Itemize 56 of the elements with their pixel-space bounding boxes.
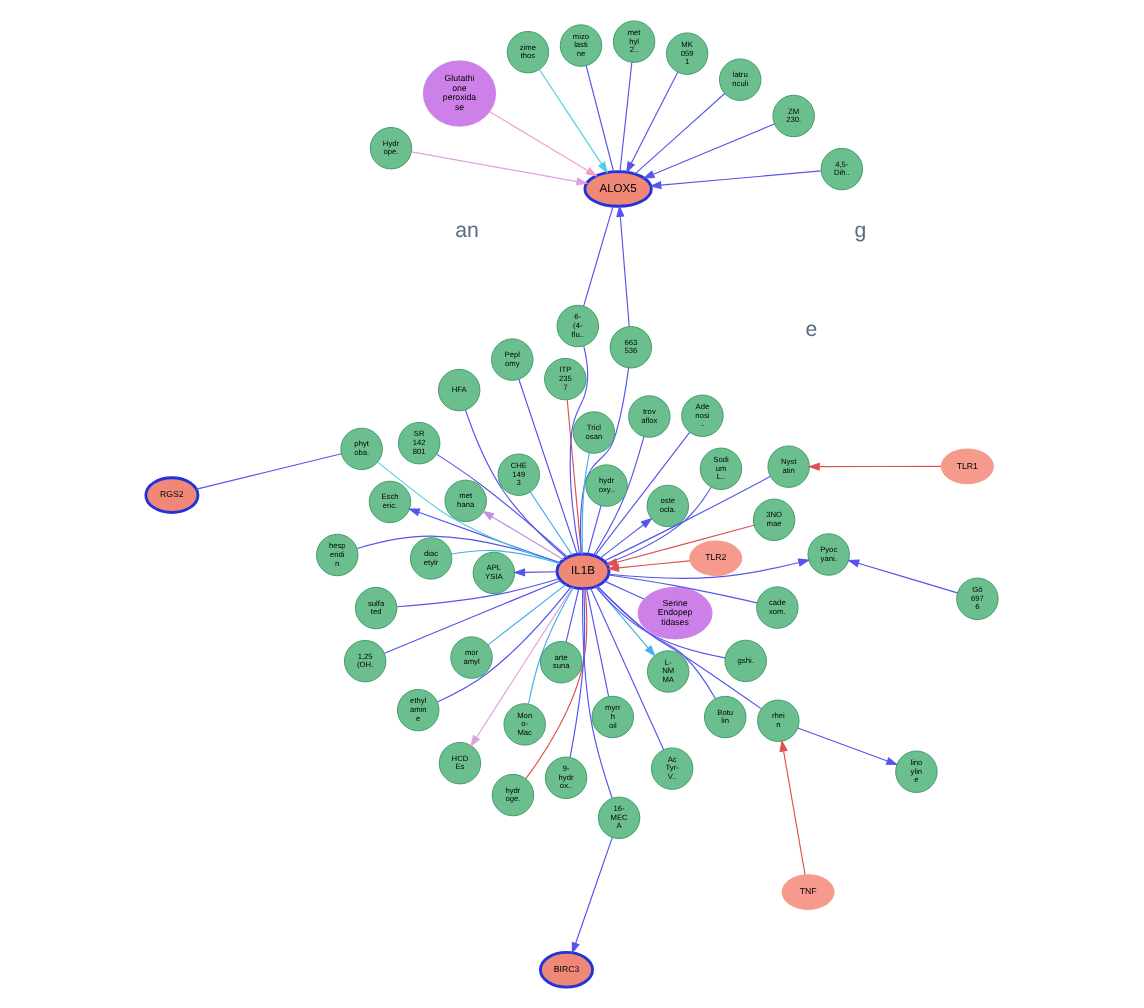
arrow — [595, 585, 656, 657]
connector — [592, 436, 645, 556]
arrow — [847, 559, 958, 594]
arrow — [626, 71, 679, 174]
arrow — [482, 510, 565, 561]
arrow — [607, 560, 691, 572]
connector — [605, 486, 712, 565]
arrow — [470, 586, 574, 748]
connector — [608, 574, 758, 604]
connector — [583, 205, 614, 307]
connector — [356, 535, 561, 564]
arrow — [489, 111, 598, 177]
connector — [566, 399, 582, 555]
connector — [579, 367, 630, 555]
arrow — [616, 204, 630, 328]
arrow — [571, 837, 613, 955]
arrow — [807, 462, 942, 471]
connector — [585, 65, 615, 173]
connector — [529, 491, 573, 556]
connector — [634, 92, 726, 175]
arrow — [513, 568, 558, 577]
connector — [436, 586, 572, 703]
arrow — [410, 151, 589, 186]
connector — [619, 61, 633, 173]
connector — [383, 579, 562, 654]
connector — [603, 475, 771, 562]
label: g — [854, 219, 867, 244]
label: an — [455, 219, 479, 244]
arrow — [608, 558, 811, 579]
connector — [590, 587, 665, 751]
connector — [582, 588, 613, 799]
connector — [464, 409, 568, 559]
connector — [518, 378, 578, 555]
arrow — [599, 517, 653, 559]
connector — [525, 588, 588, 780]
connector — [377, 461, 560, 565]
arrow — [605, 524, 755, 567]
arrow — [649, 170, 822, 190]
connector — [587, 505, 602, 555]
connector — [569, 588, 586, 758]
connector — [603, 580, 645, 600]
connector — [569, 345, 589, 555]
connector — [487, 584, 567, 646]
connector — [585, 588, 610, 697]
connector — [196, 453, 343, 490]
connector — [396, 578, 560, 608]
arrow — [642, 123, 775, 179]
connector — [581, 452, 590, 555]
connector — [594, 431, 691, 557]
arrow — [797, 727, 899, 766]
connector — [436, 453, 569, 558]
arrow — [538, 68, 609, 174]
connector — [565, 588, 580, 643]
arrow — [779, 739, 806, 876]
connector — [527, 586, 574, 705]
label: e — [805, 317, 818, 342]
